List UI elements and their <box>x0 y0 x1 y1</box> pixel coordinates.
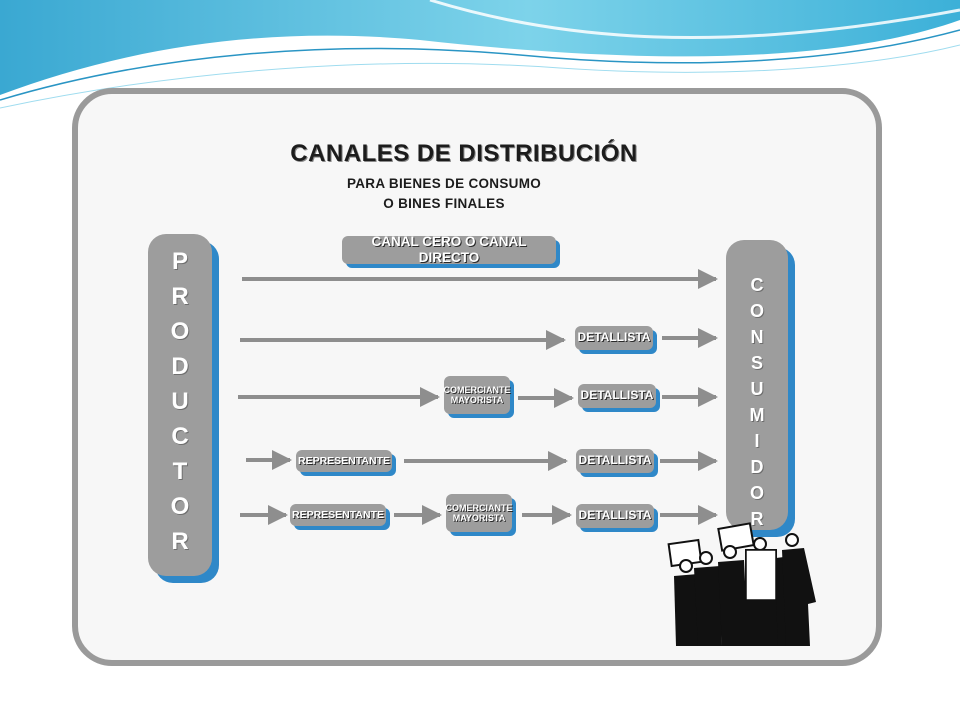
consumer-letter: N <box>750 327 764 347</box>
producer-letter: R <box>171 528 189 555</box>
producer-letter: T <box>172 458 188 485</box>
consumer-letter: R <box>750 509 764 529</box>
comerciante-mayorista-box-2: COMERCIANTE MAYORISTA <box>445 494 513 532</box>
consumer-letter: O <box>749 301 764 321</box>
producer-letter: P <box>171 248 188 275</box>
diagram-subtitle-line1: PARA BIENES DE CONSUMO <box>346 176 542 191</box>
consumer-letter: D <box>750 457 764 477</box>
mayorista-label: MAYORISTA <box>452 513 506 523</box>
detallista-box-2: DETALLISTA <box>578 384 656 408</box>
consumer-letter: U <box>750 379 764 399</box>
channel-zero-label: CANAL CERO O CANAL DIRECTO <box>342 234 556 265</box>
consumer-letter: O <box>749 483 764 503</box>
consumer-letter: C <box>750 275 764 295</box>
consumer-letter: M <box>749 405 765 425</box>
producer-letter: U <box>171 388 189 415</box>
representante-box-2: REPRESENTANTE <box>290 504 386 526</box>
consumer-letter: I <box>754 431 760 451</box>
producer-letter: O <box>170 493 190 520</box>
representante-box-1: REPRESENTANTE <box>296 450 392 472</box>
diagram-title: CANALES DE DISTRIBUCIÓN <box>290 140 638 167</box>
producer-letter: C <box>171 423 189 450</box>
detallista-box-1: DETALLISTA <box>575 326 653 350</box>
diagram-subtitle-line2: O BINES FINALES <box>383 196 505 211</box>
detallista-box-3: DETALLISTA <box>576 449 654 473</box>
producer-letter: O <box>170 318 190 345</box>
comerciante-label: COMERCIANTE <box>445 502 513 513</box>
consumer-letter: S <box>750 353 763 373</box>
producer-letter: D <box>171 353 189 380</box>
comerciante-label: COMERCIANTE <box>443 384 511 395</box>
consumers-group-icon <box>667 522 816 646</box>
header-wave-decoration <box>0 0 960 109</box>
mayorista-label: MAYORISTA <box>450 395 504 405</box>
detallista-box-4: DETALLISTA <box>576 504 654 528</box>
producer-letter: R <box>171 283 189 310</box>
comerciante-mayorista-box-1: COMERCIANTE MAYORISTA <box>443 376 511 414</box>
